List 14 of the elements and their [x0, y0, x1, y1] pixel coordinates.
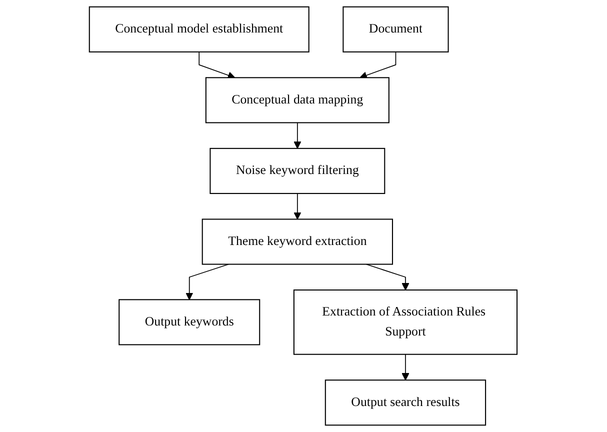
- node-box: Extraction of Association Rules Support: [294, 289, 518, 355]
- node-box: Theme keyword extraction: [202, 218, 394, 265]
- arrow: [198, 51, 236, 79]
- node-box: Output search results: [325, 380, 486, 426]
- arrow: [360, 51, 396, 79]
- arrow: [294, 193, 302, 220]
- arrow: [366, 264, 410, 290]
- arrow: [294, 122, 302, 149]
- arrow: [402, 354, 410, 380]
- node-box: Conceptual data mapping: [206, 77, 390, 124]
- node-box: Document: [342, 6, 450, 52]
- node-box: Conceptual model establishment: [89, 6, 310, 52]
- node-box: Noise keyword filtering: [210, 148, 386, 194]
- node-box: Output keywords: [118, 299, 260, 346]
